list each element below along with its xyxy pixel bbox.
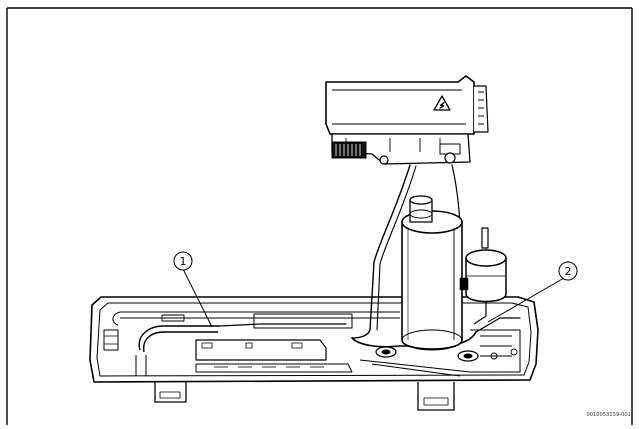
svg-text:⚡: ⚡ [439, 102, 445, 111]
callout-2-label: 2 [565, 265, 572, 278]
callout-2-leader [487, 277, 565, 323]
compressor [401, 195, 463, 351]
control-box: ⚡ [325, 75, 489, 165]
callout-2-circle [558, 261, 578, 281]
callout-1: 1 [173, 251, 213, 328]
base-tray [89, 296, 539, 411]
figure-frame [6, 7, 633, 425]
callout-2: 2 [487, 261, 578, 323]
callout-1-leader [182, 268, 213, 328]
figure-reference-code: 0010053139-001 [586, 412, 631, 418]
callout-1-circle [173, 251, 193, 271]
accumulator [459, 227, 507, 325]
callout-1-label: 1 [180, 255, 187, 268]
